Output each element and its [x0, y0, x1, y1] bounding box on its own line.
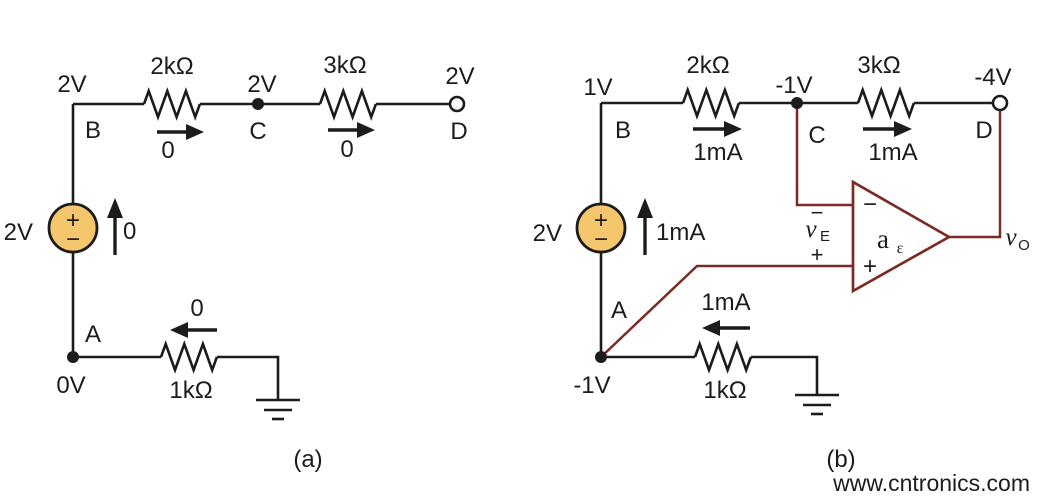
node-a-voltage-b: -1V	[573, 372, 610, 399]
node-c-letter-b: C	[808, 122, 825, 149]
r3-current-b: 1mA	[701, 289, 750, 316]
current-arrow-source-a	[107, 198, 123, 255]
current-arrow-r2-a	[328, 122, 375, 138]
wire-bottom-right	[217, 355, 280, 400]
terminal-d-b	[991, 94, 1009, 112]
opamp-inverting-sign: −	[863, 191, 877, 218]
r1-current-b: 1mA	[693, 139, 742, 166]
r1-value-a: 2kΩ	[150, 53, 193, 80]
error-voltage-plus: +	[811, 242, 824, 267]
ground-symbol-a	[256, 398, 300, 421]
r2-value-b: 3kΩ	[857, 52, 900, 79]
source-minus-sign-b: −	[594, 226, 608, 253]
node-c-letter-a: C	[249, 118, 266, 145]
r3-value-a: 1kΩ	[169, 377, 212, 404]
error-voltage-minus: −	[811, 200, 824, 225]
terminal-d-a	[448, 95, 466, 113]
node-c-voltage-b: -1V	[775, 72, 812, 99]
current-arrow-source-b	[637, 198, 653, 255]
opamp-triangle	[851, 179, 952, 294]
node-d-voltage-a: 2V	[445, 63, 474, 90]
node-a-letter-b: A	[611, 297, 627, 324]
node-d-letter-b: D	[975, 117, 992, 144]
resistor-2k-a	[142, 87, 202, 121]
current-arrow-r2-b	[863, 121, 912, 137]
source-current-a: 0	[123, 218, 136, 245]
opamp-noninverting-sign: +	[863, 253, 877, 280]
node-dot-c-a	[252, 98, 264, 110]
source-current-b: 1mA	[656, 219, 705, 246]
node-d-voltage-b: -4V	[974, 64, 1011, 91]
source-plus-sign: +	[66, 207, 80, 234]
output-voltage-label: v	[1005, 224, 1017, 251]
wire-output-to-d	[949, 110, 1002, 239]
current-arrow-r1-a	[157, 124, 204, 140]
voltage-source-a	[47, 202, 99, 254]
node-dot-a-b	[595, 351, 607, 363]
source-plus-sign-b: +	[594, 207, 608, 234]
resistor-1k-a	[159, 340, 219, 374]
source-minus-sign: −	[66, 226, 80, 253]
current-arrow-r3-a	[170, 322, 217, 338]
r3-value-b: 1kΩ	[703, 377, 746, 404]
node-a-letter-a: A	[85, 321, 101, 348]
caption-a: (a)	[293, 446, 322, 473]
error-voltage-label: v	[805, 216, 817, 243]
node-c-voltage-a: 2V	[247, 71, 276, 98]
r3-current-a: 0	[190, 295, 203, 322]
r2-value-a: 3kΩ	[323, 52, 366, 79]
current-arrow-r1-b	[693, 121, 742, 137]
watermark: www.cntronics.com	[832, 470, 1030, 496]
node-b-voltage-b: 1V	[583, 74, 612, 101]
wire-bottom-right-b	[751, 355, 819, 395]
resistor-3k-a	[318, 87, 378, 121]
opamp-gain-label: a	[877, 224, 889, 254]
node-b-letter-b: B	[615, 117, 631, 144]
node-dot-a-a	[67, 351, 79, 363]
r1-current-a: 0	[161, 137, 174, 164]
opamp-gain-subscript: ε	[897, 240, 904, 257]
r2-current-a: 0	[340, 136, 353, 163]
caption-b: (b)	[826, 446, 855, 473]
r1-value-b: 2kΩ	[686, 52, 729, 79]
ground-symbol-b	[795, 393, 839, 416]
node-b-letter-a: B	[85, 117, 101, 144]
wire-a-to-noninverting	[600, 264, 853, 358]
resistor-2k-b	[681, 86, 741, 120]
source-value-a: 2V	[4, 219, 33, 246]
circuit-b: + − 1V 2kΩ -1V 3kΩ -4V B C D 1mA 1mA 2V …	[533, 52, 1030, 473]
feedback-wire-c-to-inverting	[795, 103, 853, 207]
resistor-3k-b	[856, 86, 916, 120]
source-value-b: 2V	[533, 220, 562, 247]
current-arrow-r3-b	[702, 320, 750, 336]
circuit-a: + − 2V 2kΩ 2V 3kΩ 2V B C D 0 0 2V 0 A 0V	[4, 52, 475, 473]
error-voltage-subscript: E	[820, 228, 830, 245]
resistor-1k-b	[693, 340, 753, 374]
node-a-voltage-a: 0V	[56, 372, 85, 399]
node-d-letter-a: D	[450, 118, 467, 145]
voltage-source-b	[575, 202, 627, 254]
output-voltage-subscript: O	[1018, 237, 1030, 254]
r2-current-b: 1mA	[868, 139, 917, 166]
node-dot-c-b	[791, 97, 803, 109]
node-b-voltage-a: 2V	[57, 71, 86, 98]
